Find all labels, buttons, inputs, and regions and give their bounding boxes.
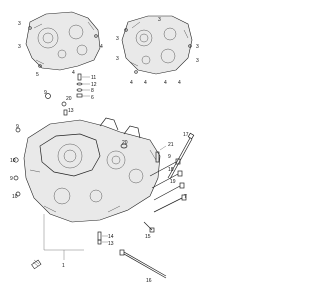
dowel-pin-stack [76, 73, 90, 98]
callout-4: 4 [72, 70, 75, 76]
long-bolt-16 [119, 249, 167, 279]
callout-6: 6 [91, 95, 94, 101]
callout-11: 11 [91, 75, 96, 81]
bolts-right-group [149, 158, 187, 213]
callout-20: 20 [122, 140, 128, 146]
crankcase-left-half-inner-view [25, 11, 101, 71]
callout-3: 3 [18, 44, 21, 50]
callout-3: 3 [196, 58, 199, 64]
callout-9: 9 [10, 176, 13, 182]
assembly-bracket [43, 214, 84, 260]
bolt-icon [31, 259, 42, 270]
callout-18: 18 [168, 167, 174, 173]
crankcase-right-half-inner-view [121, 15, 193, 75]
stud-bolt-21 [155, 145, 167, 163]
callout-15: 15 [145, 234, 151, 240]
callout-4: 4 [100, 44, 103, 50]
callout-5: 5 [36, 72, 39, 78]
callout-9: 9 [44, 90, 47, 96]
crankcase-assembly [23, 117, 161, 223]
callout-10: 10 [12, 194, 18, 200]
callout-14: 14 [108, 234, 114, 240]
crankcase-exploded-view: 3 3 4 5 4 3 3 3 3 3 4 4 4 4 11 12 8 6 [10, 11, 199, 284]
callout-21: 21 [168, 142, 174, 148]
callout-3: 3 [116, 36, 119, 42]
callout-13: 13 [108, 241, 114, 247]
oil-seal [120, 143, 128, 149]
callout-16: 16 [146, 278, 152, 284]
small-parts-bottom [97, 231, 108, 245]
long-bolt-17 [167, 132, 195, 180]
callout-3: 3 [18, 21, 21, 27]
bolt-15 [143, 221, 155, 233]
callout-13: 13 [68, 108, 74, 114]
callout-12: 12 [91, 82, 97, 88]
callout-8: 8 [91, 88, 94, 94]
callout-4: 4 [164, 80, 167, 86]
callout-4: 4 [178, 80, 181, 86]
callout-17: 17 [183, 132, 189, 138]
callout-4: 4 [130, 80, 133, 86]
callout-3: 3 [196, 44, 199, 50]
small-parts-left [13, 93, 68, 197]
callout-4: 4 [144, 80, 147, 86]
callout-10: 10 [10, 158, 16, 164]
callout-9: 9 [16, 124, 19, 130]
callout-3: 3 [116, 56, 119, 62]
callout-7: 7 [184, 194, 187, 200]
callout-20: 20 [66, 96, 72, 102]
callout-3: 3 [158, 17, 161, 23]
parts-diagram: 3 3 4 5 4 3 3 3 3 3 4 4 4 4 11 12 8 6 [10, 11, 199, 284]
callout-1: 1 [62, 263, 65, 269]
callout-9: 9 [168, 154, 171, 160]
callout-19: 19 [170, 179, 176, 185]
